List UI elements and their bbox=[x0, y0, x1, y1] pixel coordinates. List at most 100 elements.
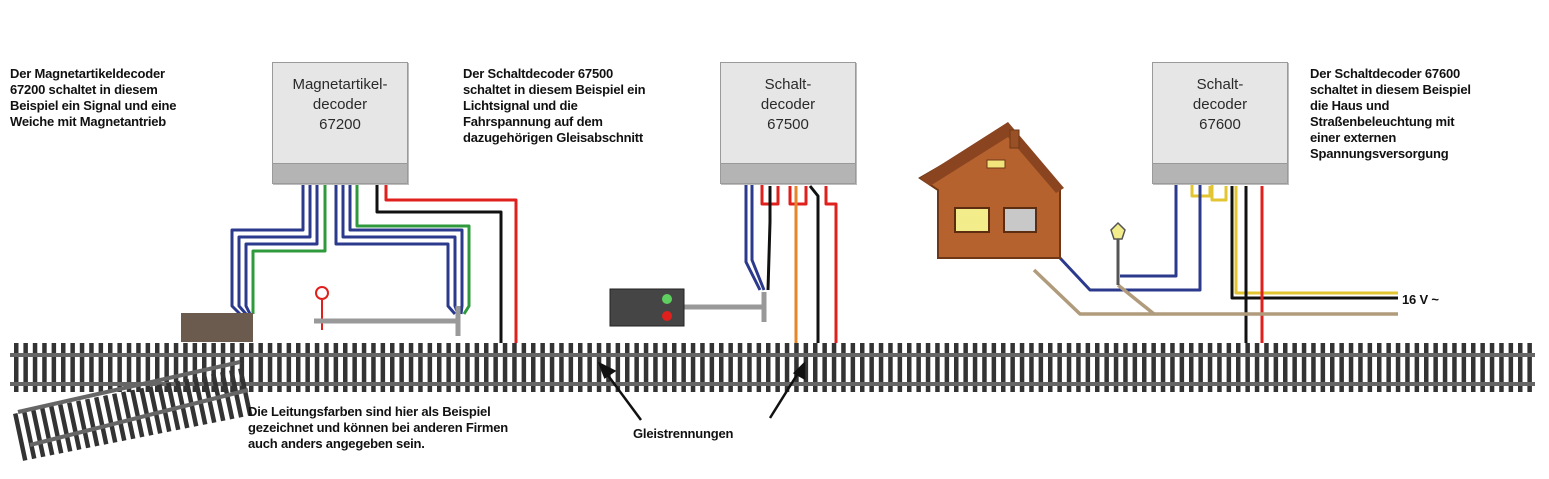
sleeper bbox=[643, 343, 649, 392]
rail bbox=[10, 353, 1535, 357]
sleeper bbox=[1499, 343, 1504, 392]
light-signal-icon bbox=[609, 288, 767, 327]
turnout-rail bbox=[17, 360, 241, 414]
sleeper bbox=[1367, 343, 1373, 392]
sleeper bbox=[1029, 343, 1034, 392]
house-icon bbox=[918, 122, 1064, 259]
sleeper bbox=[164, 343, 169, 392]
sleeper bbox=[183, 343, 188, 392]
sleeper bbox=[1019, 343, 1025, 392]
sleeper bbox=[173, 343, 179, 392]
turnout-sleeper bbox=[31, 409, 46, 458]
sleeper bbox=[249, 343, 254, 392]
turnout-sleeper bbox=[157, 384, 172, 433]
sleeper bbox=[79, 343, 85, 392]
turnout-sleeper bbox=[67, 402, 82, 451]
sleeper bbox=[267, 343, 273, 392]
decoder-67500-terminal-strip bbox=[721, 163, 855, 183]
sleeper bbox=[1480, 343, 1485, 392]
sleeper bbox=[1527, 343, 1532, 392]
sleeper bbox=[1386, 343, 1391, 392]
turnout-sleeper bbox=[58, 404, 73, 452]
sleeper bbox=[1048, 343, 1053, 392]
sleeper bbox=[361, 343, 367, 392]
sleeper bbox=[305, 343, 310, 392]
sleeper bbox=[681, 343, 686, 392]
sleeper bbox=[512, 343, 517, 392]
decoder-67600: Schalt- decoder 67600 bbox=[1152, 62, 1288, 184]
sleeper bbox=[1132, 343, 1138, 392]
turnout-rail bbox=[29, 388, 249, 447]
sleeper bbox=[850, 343, 856, 392]
sleeper bbox=[954, 343, 959, 392]
wire bbox=[375, 184, 503, 343]
sleeper bbox=[296, 343, 301, 392]
wire bbox=[348, 184, 464, 315]
sleeper bbox=[1151, 343, 1156, 392]
sleeper bbox=[1301, 343, 1307, 392]
wire bbox=[750, 184, 766, 291]
sleeper bbox=[418, 343, 423, 392]
sleeper bbox=[1189, 343, 1194, 392]
rail bbox=[10, 382, 1535, 386]
decoder-67500: Schalt- decoder 67500 bbox=[720, 62, 856, 184]
wire bbox=[1210, 184, 1228, 202]
wire bbox=[341, 184, 460, 315]
sleeper bbox=[455, 343, 461, 392]
sleeper bbox=[728, 343, 733, 392]
sleeper bbox=[399, 343, 404, 392]
sleeper bbox=[380, 343, 386, 392]
sleeper bbox=[1508, 343, 1514, 392]
wire bbox=[334, 184, 457, 315]
sleeper bbox=[1207, 343, 1213, 392]
sleeper bbox=[860, 343, 865, 392]
wires bbox=[230, 184, 1398, 343]
sleeper bbox=[32, 343, 38, 392]
sleeper bbox=[766, 343, 771, 392]
sleeper bbox=[813, 343, 818, 392]
note-wire-colors: Die Leitungsfarben sind hier als Beispie… bbox=[248, 404, 508, 451]
sleeper bbox=[756, 343, 762, 392]
sleeper bbox=[803, 343, 809, 392]
sleeper bbox=[202, 343, 207, 392]
sleeper bbox=[1452, 343, 1457, 392]
sleeper bbox=[136, 343, 141, 392]
sleeper bbox=[1320, 343, 1326, 392]
wire bbox=[788, 186, 808, 206]
sleeper bbox=[51, 343, 57, 392]
sleeper bbox=[1339, 343, 1344, 392]
turnout-sleeper bbox=[76, 400, 91, 449]
sleeper bbox=[324, 343, 329, 392]
sleeper bbox=[70, 343, 75, 392]
sleeper bbox=[916, 343, 921, 392]
wire bbox=[824, 186, 838, 343]
sleeper bbox=[446, 343, 451, 392]
wire bbox=[808, 185, 820, 343]
label-voltage: 16 V ~ bbox=[1402, 292, 1439, 307]
sleeper bbox=[1405, 343, 1410, 392]
wire bbox=[1120, 184, 1178, 278]
sleeper bbox=[1198, 343, 1203, 392]
sleeper bbox=[1104, 343, 1109, 392]
wire bbox=[766, 186, 772, 291]
sleeper bbox=[239, 343, 245, 392]
turnout-sleeper bbox=[130, 389, 145, 438]
sleeper bbox=[1123, 343, 1128, 392]
decoder-67200-label: Magnetartikel- decoder 67200 bbox=[292, 76, 388, 133]
turnout-sleeper bbox=[103, 395, 118, 443]
sleeper bbox=[747, 343, 752, 392]
sleeper bbox=[333, 343, 339, 392]
sleeper bbox=[1010, 343, 1015, 392]
sleeper bbox=[991, 343, 997, 392]
sleeper bbox=[878, 343, 884, 392]
sleeper bbox=[98, 343, 104, 392]
sleeper bbox=[897, 343, 903, 392]
sleeper bbox=[700, 343, 705, 392]
sleeper bbox=[709, 343, 715, 392]
sleeper bbox=[1170, 343, 1175, 392]
sleeper bbox=[1518, 343, 1523, 392]
sleeper bbox=[343, 343, 348, 392]
wire bbox=[1116, 283, 1156, 316]
sleeper bbox=[117, 343, 122, 392]
decoder-67200-terminal-strip bbox=[273, 163, 407, 183]
